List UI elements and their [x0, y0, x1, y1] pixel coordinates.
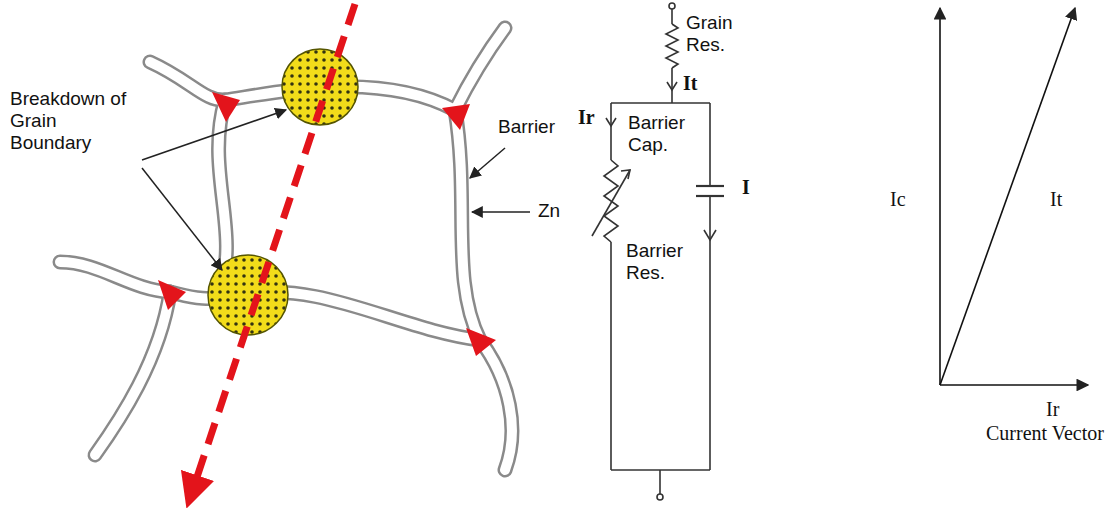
callout-label: Breakdown of Grain Boundary	[8, 88, 144, 154]
component-label: Barrier Res.	[626, 240, 694, 284]
caption-label: Current Vector	[986, 422, 1104, 445]
axis-label: Ir	[1046, 398, 1059, 421]
component-label: Grain Res.	[686, 12, 746, 56]
callout-label: Barrier	[496, 116, 557, 138]
triple-junction	[158, 92, 496, 356]
current-label: It	[683, 72, 697, 95]
current-path-arrow	[192, 4, 355, 492]
leader-line	[142, 110, 530, 270]
vector-label: It	[1050, 188, 1062, 211]
callout-label: Zn	[536, 200, 562, 222]
current-label: I	[742, 176, 750, 199]
current-vector	[940, 8, 1088, 385]
equivalent-circuit	[592, 3, 724, 500]
component-label: Barrier Cap.	[628, 112, 696, 156]
axis-label: Ic	[890, 188, 906, 211]
current-label: Ir	[578, 106, 595, 129]
